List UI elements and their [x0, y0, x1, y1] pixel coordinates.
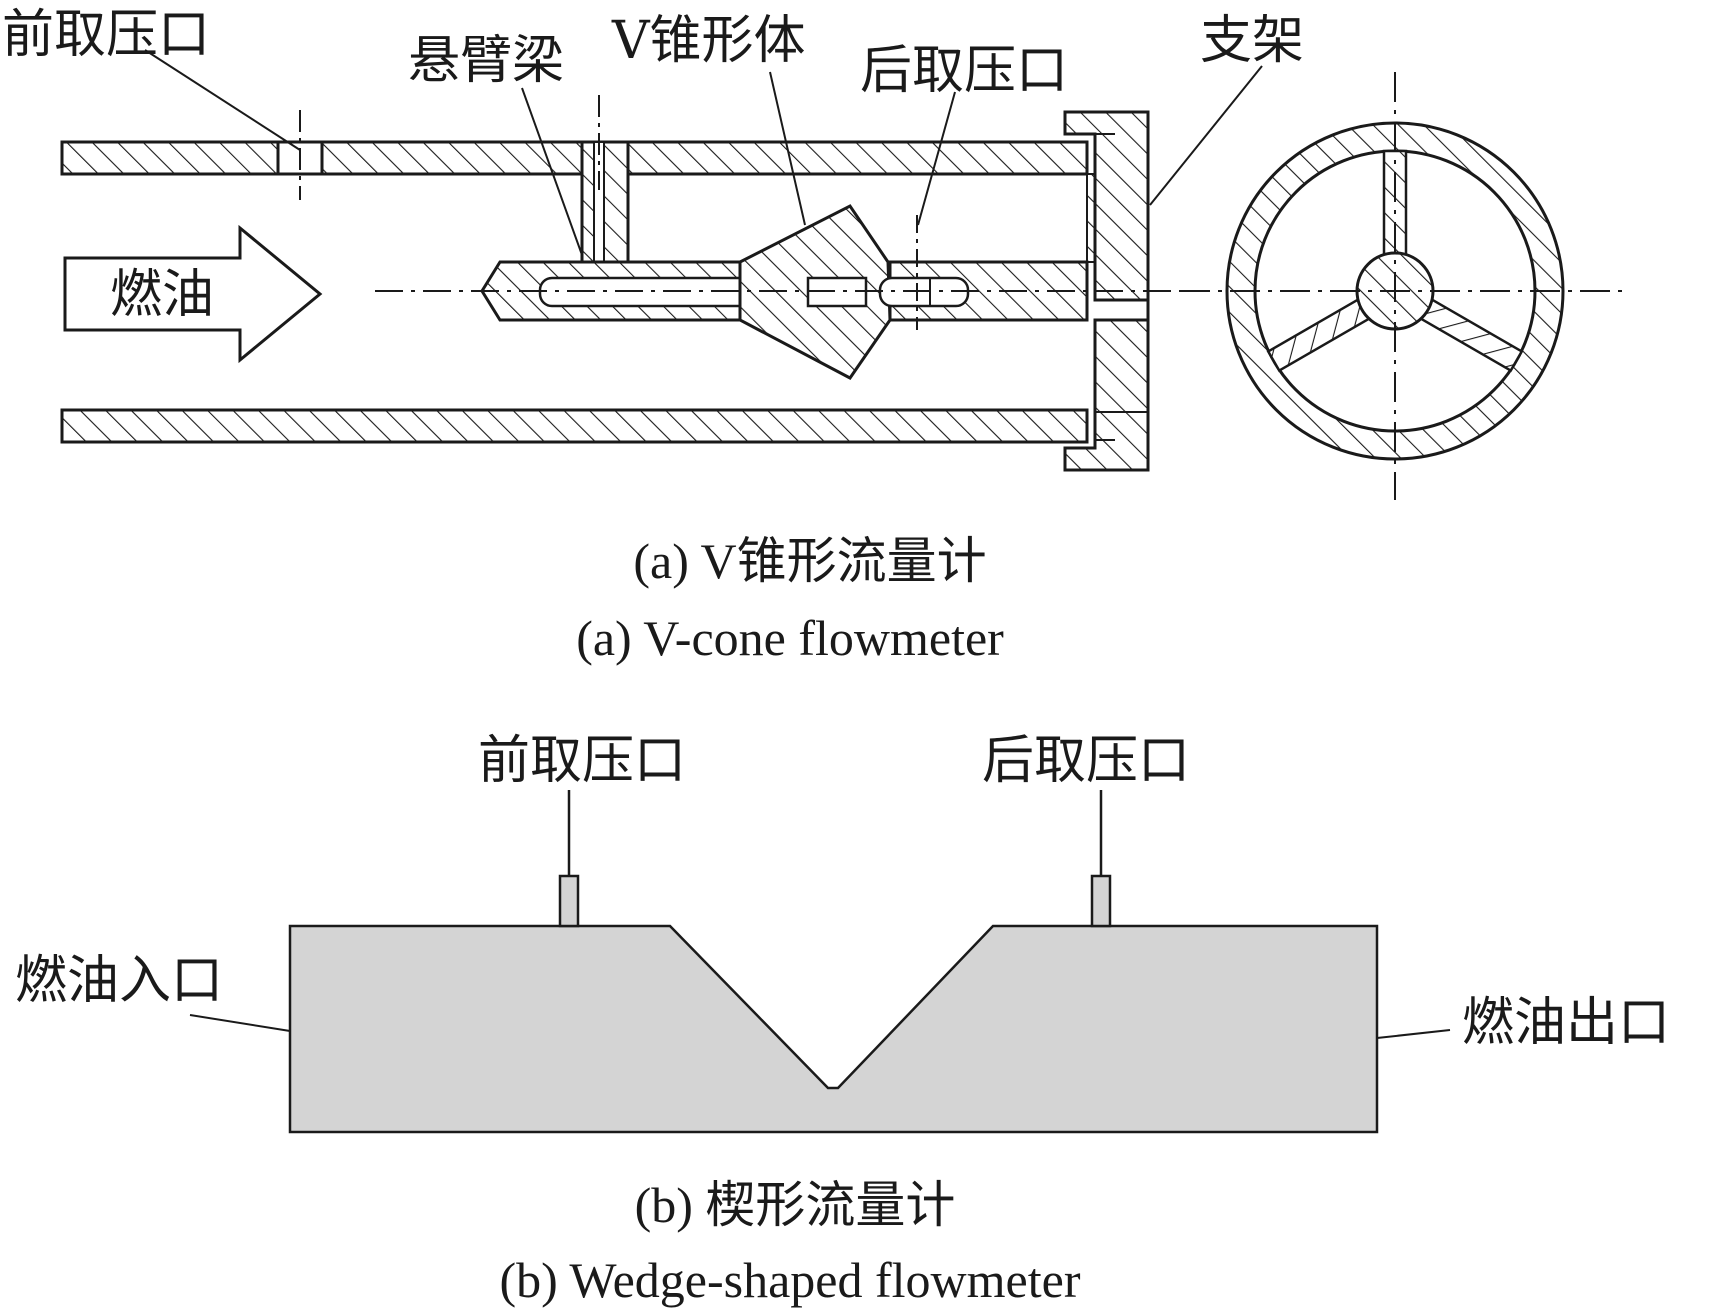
wedge-body	[288, 924, 1379, 1134]
wedge-diagram: 前取压口 后取压口 燃油入口 燃油出口 (b) 楔形流量计 (b) Wedge-…	[15, 731, 1670, 1308]
rear-tap-label-a: 后取压口	[860, 41, 1068, 101]
cross-section-view	[1180, 72, 1630, 500]
front-tap-label-b: 前取压口	[478, 731, 686, 791]
front-tap-label-a: 前取压口	[2, 5, 210, 65]
support-label: 支架	[1200, 11, 1304, 71]
fuel-inlet-label: 燃油入口	[15, 951, 223, 1011]
upper-pipe-wall	[60, 140, 1089, 176]
flow-arrow	[63, 224, 323, 364]
rear-tap-label-b: 后取压口	[982, 731, 1190, 791]
cantilever-label: 悬臂梁	[408, 31, 564, 91]
front-tap-stub	[558, 874, 580, 928]
fuel-label: 燃油	[110, 265, 214, 325]
rear-tap-stub	[1090, 874, 1112, 928]
caption-b-en: (b) Wedge-shaped flowmeter	[500, 1252, 1081, 1308]
lower-pipe-wall	[60, 408, 1089, 444]
v-cone-body-label: V锥形体	[611, 11, 806, 71]
caption-a-cn: (a) V锥形流量计	[633, 533, 986, 589]
caption-b-cn: (b) 楔形流量计	[635, 1177, 956, 1233]
fuel-outlet-label: 燃油出口	[1462, 993, 1670, 1053]
v-cone-diagram: 燃油 前取压口 悬臂梁 V锥形体 后取压口 支架	[2, 5, 1630, 666]
caption-a-en: (a) V-cone flowmeter	[576, 610, 1004, 666]
